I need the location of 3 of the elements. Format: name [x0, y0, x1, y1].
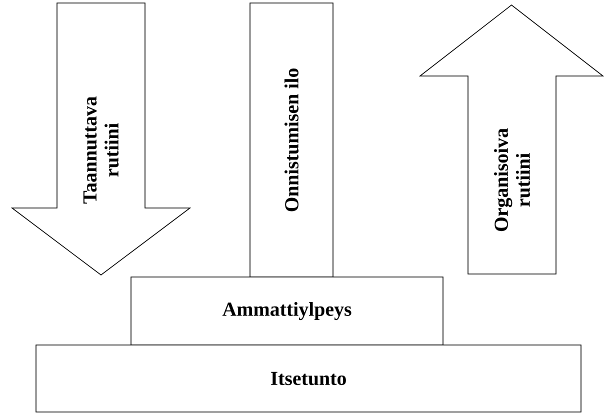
step-box: Itsetunto — [36, 344, 582, 412]
step-box: Ammattiylpeys — [130, 276, 444, 346]
column-box: Onnistumisen ilo — [250, 2, 334, 278]
